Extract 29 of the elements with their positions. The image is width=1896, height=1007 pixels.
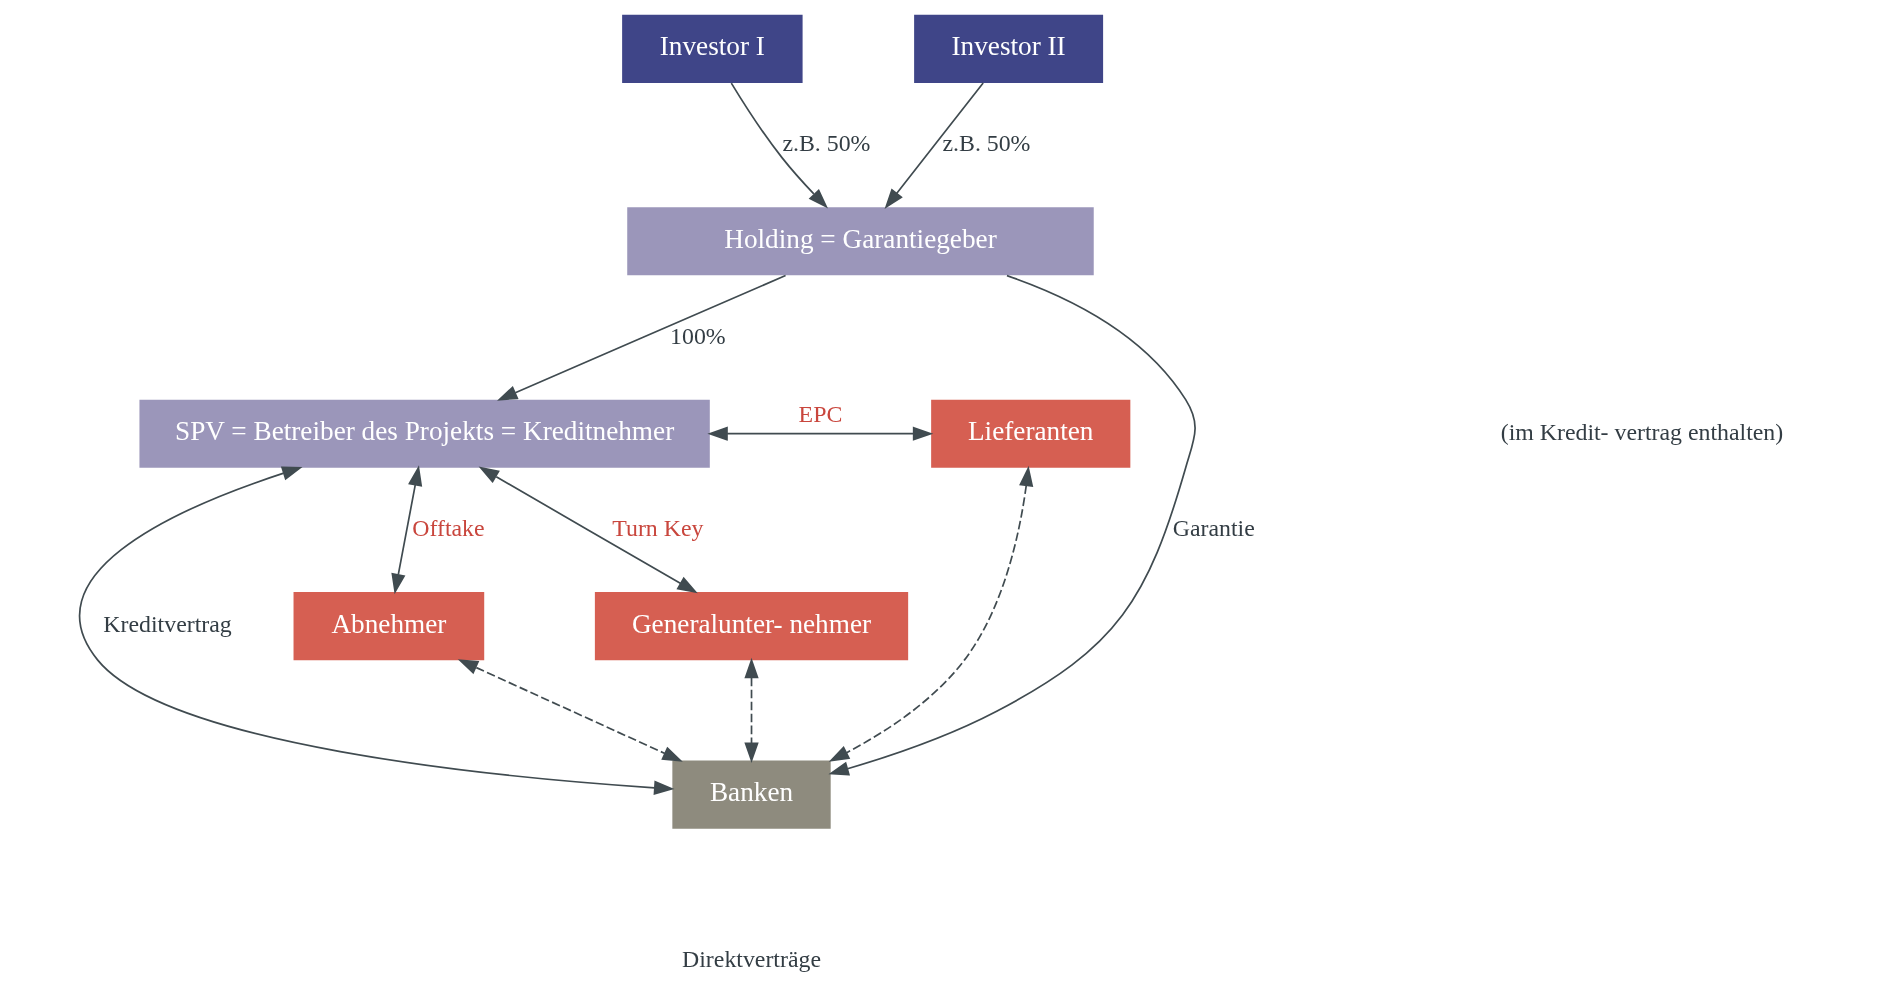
label: (im Kredit- vertrag enthalten) xyxy=(1500,418,1783,445)
edge-label: 100% xyxy=(669,322,726,349)
arrow xyxy=(884,82,984,209)
node-box: Investor I xyxy=(621,14,803,83)
node-box: SPV = Betreiber des Projekts = Kreditnehmer xyxy=(138,399,710,468)
arrow xyxy=(457,659,683,762)
edge-label: Turn Key xyxy=(611,515,703,542)
arrow xyxy=(730,82,828,209)
edge-label: Garantie xyxy=(1172,515,1255,542)
node-box: Investor II xyxy=(913,14,1103,83)
edge-label: z.B. 50% xyxy=(781,130,870,157)
edge-label: Kreditvertrag xyxy=(102,611,232,638)
edge-label: EPC xyxy=(798,401,842,428)
arrow xyxy=(743,657,759,763)
edge-label: z.B. 50% xyxy=(941,130,1030,157)
arrow xyxy=(828,465,1033,762)
arrow xyxy=(390,465,422,595)
label: Direktverträge xyxy=(681,945,821,972)
arrow xyxy=(827,274,1196,776)
node-box: Generalunter- nehmer xyxy=(594,592,908,661)
node-box: Banken xyxy=(671,760,831,829)
arrow xyxy=(496,274,786,401)
node-box: Lieferanten xyxy=(930,399,1130,468)
edge-label: Offtake xyxy=(411,515,485,542)
node-box: Holding = Garantiegeber xyxy=(626,207,1094,276)
node-box: Abnehmer xyxy=(293,592,484,661)
arrow xyxy=(706,426,933,441)
arrow xyxy=(78,466,674,795)
arrow xyxy=(478,466,698,594)
